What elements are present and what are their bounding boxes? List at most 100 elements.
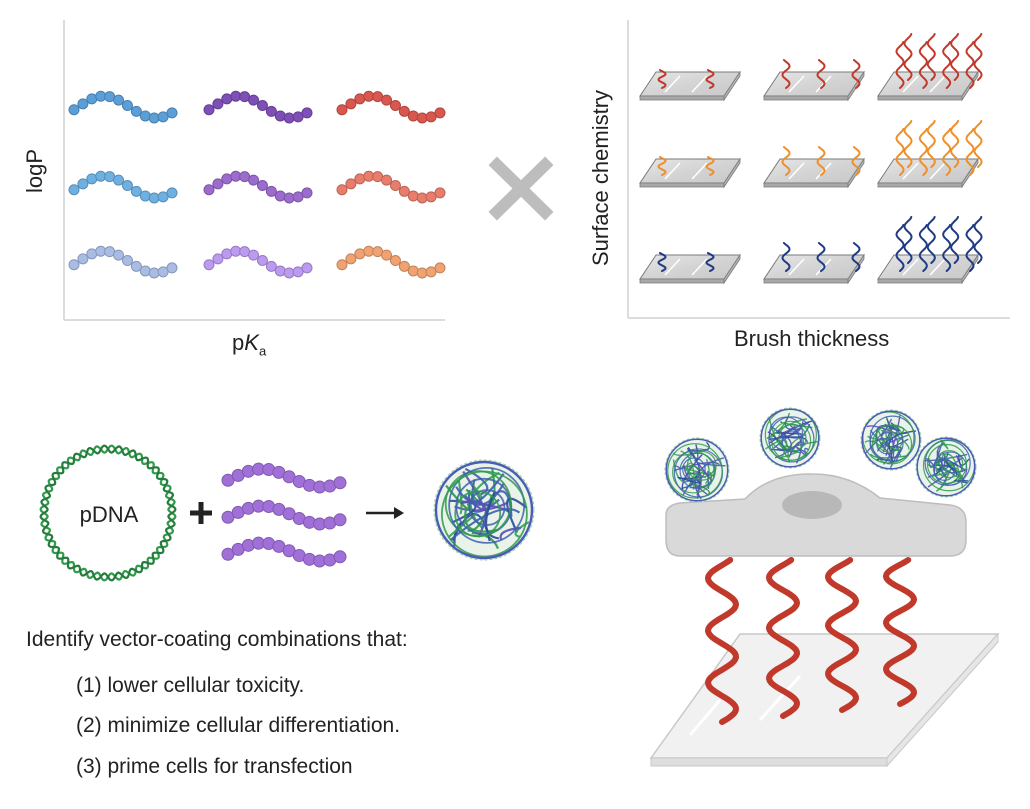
monomer-bead: [68, 104, 80, 116]
monomer-bead: [68, 259, 80, 271]
monomer-bead: [77, 178, 89, 190]
monomer-bead: [203, 184, 215, 196]
polymer-stack: [221, 462, 347, 568]
polymer-brush-chain: [950, 120, 960, 168]
monomer-bead: [130, 185, 142, 197]
polymer-r3-c1: [68, 245, 178, 279]
cell-on-brush-scene: [649, 407, 1000, 768]
polymer-r3-c3: [336, 245, 446, 279]
monomer-bead: [265, 105, 277, 117]
dna-strand: [39, 444, 177, 582]
polymer-brush-chain: [965, 128, 975, 176]
goal-item-3: (3) prime cells for transfection: [76, 755, 353, 778]
polymer-brush-chain: [903, 33, 913, 81]
substrate-plate: [877, 253, 979, 285]
polyplex-on-cell-1: [664, 437, 730, 503]
polymer-brush-chain: [657, 69, 667, 89]
monomer-bead: [416, 112, 428, 124]
monomer-bead: [345, 98, 357, 110]
monomer-bead: [256, 255, 268, 267]
substrate-plate: [763, 70, 865, 102]
monomer-bead: [148, 112, 160, 124]
polymer-brush-chain: [918, 41, 928, 89]
formulation-polymer-1: [221, 462, 347, 494]
monomer-bead: [274, 110, 286, 122]
arrow-right-icon: [366, 507, 404, 519]
polymer-r2-c3: [336, 170, 446, 204]
monomer-bead: [139, 190, 151, 202]
polymer-brush-chain: [657, 156, 667, 176]
monomer-bead: [434, 262, 446, 274]
monomer-bead: [157, 191, 169, 203]
polymer-r3-c2: [203, 245, 313, 279]
polyplex-large: [433, 459, 535, 561]
monomer-bead: [336, 259, 348, 271]
monomer-bead: [121, 180, 133, 192]
monomer-bead: [166, 107, 178, 119]
monomer-bead: [166, 187, 178, 199]
polymer-brush-chain: [705, 252, 715, 272]
polymer-brush-chain: [705, 69, 715, 89]
monomer-bead: [398, 185, 410, 197]
monomer-bead: [212, 178, 224, 190]
brush-cell-r2-c3: [877, 120, 983, 189]
goals-intro: Identify vector-coating combinations tha…: [26, 628, 408, 651]
polymer-brush-chain: [973, 216, 983, 264]
monomer-bead: [425, 266, 437, 278]
monomer-bead: [434, 107, 446, 119]
polymer-brush-chain: [926, 33, 936, 81]
brush-cell-r3-c1: [639, 252, 741, 285]
monomer-bead: [407, 265, 419, 277]
polymer-r2-c1: [68, 170, 178, 204]
polymer-brush-chain: [942, 224, 952, 272]
monomer-bead: [381, 249, 393, 261]
polymer-brush-chain: [895, 128, 905, 176]
monomer-bead: [398, 260, 410, 272]
monomer-bead: [416, 267, 428, 279]
monomer-bead: [121, 255, 133, 267]
monomer-bead: [283, 267, 295, 279]
monomer-bead: [166, 262, 178, 274]
monomer-bead: [248, 94, 260, 106]
monomer-bead: [292, 191, 304, 203]
brush-cell-r3-c2: [763, 242, 865, 285]
polymer-brushes: [704, 557, 918, 725]
polyplex-on-cell-2: [759, 407, 821, 469]
monomer-bead: [256, 180, 268, 192]
polymer-brush-chain: [781, 242, 791, 272]
polymer-brush-chain: [965, 41, 975, 89]
substrate-plate: [877, 70, 979, 102]
pka-a: a: [258, 343, 267, 359]
monomer-bead: [157, 111, 169, 123]
substrate-plate: [763, 157, 865, 189]
polymer-brush-chain: [926, 216, 936, 264]
cell-brush-3: [824, 557, 860, 713]
polymer-brush-chain: [895, 224, 905, 272]
cell-brush-2: [765, 557, 801, 719]
cell-brush-4: [882, 557, 918, 707]
polymer-brush-chain: [950, 33, 960, 81]
monomer-bead: [301, 262, 313, 274]
monomer-bead: [283, 112, 295, 124]
polymer-brush-chain: [942, 41, 952, 89]
substrate-plate: [639, 157, 741, 189]
monomer-bead: [333, 513, 347, 527]
polymer-brush-chain: [903, 216, 913, 264]
goal-item-1: (1) lower cellular toxicity.: [76, 674, 305, 697]
polymer-brush-chain: [973, 33, 983, 81]
brush-grid: [639, 33, 983, 285]
polymer-brush-chain: [918, 224, 928, 272]
brush-cell-r3-c3: [877, 216, 983, 285]
monomer-bead: [389, 255, 401, 267]
monomer-bead: [345, 253, 357, 265]
monomer-bead: [381, 174, 393, 186]
monomer-bead: [77, 253, 89, 265]
monomer-bead: [425, 191, 437, 203]
x-axis-label-pka: pKa: [232, 330, 292, 358]
monomer-bead: [203, 259, 215, 271]
brush-cell-r1-c3: [877, 33, 983, 102]
left-panel-axes: [63, 20, 445, 321]
monomer-bead: [113, 94, 125, 106]
monomer-bead: [336, 184, 348, 196]
monomer-bead: [336, 104, 348, 116]
